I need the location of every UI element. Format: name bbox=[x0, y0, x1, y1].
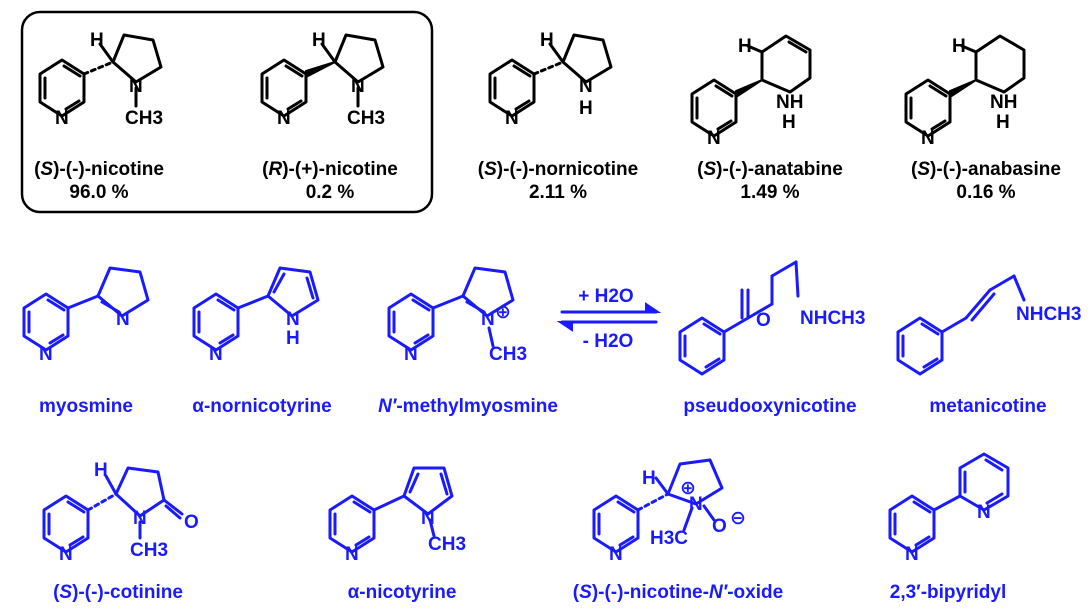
s-nicotine-n-ring-label: N bbox=[55, 108, 69, 129]
nicotine-oxide-minus-charge: ⊖ bbox=[730, 508, 746, 529]
nicotine-oxide-h3c-label: H3C bbox=[650, 528, 688, 549]
pseudooxynicotine-o-label: O bbox=[756, 310, 771, 331]
nornicotine-structure: H N N H bbox=[488, 30, 613, 129]
r-nicotine-ch3-label: CH3 bbox=[347, 108, 385, 129]
s-nicotine-percent: 96.0 % bbox=[69, 182, 128, 203]
nicotine-enantiomer-frame bbox=[20, 10, 434, 214]
anabasine-percent: 0.16 % bbox=[956, 182, 1015, 203]
cotinine-structure: H N N O CH3 bbox=[42, 460, 199, 565]
cotinine-o-label: O bbox=[184, 512, 199, 533]
metanicotine-structure: NHCH3 bbox=[896, 274, 1081, 376]
anabasine-n-ring-label: N bbox=[921, 128, 935, 149]
pseudooxynicotine-structure: O NHCH3 bbox=[678, 260, 865, 376]
nicotine-oxide-n-label: N bbox=[689, 494, 703, 515]
myosmine-n-ring-label: N bbox=[39, 344, 53, 365]
a-nornicotyrine-h-label: H bbox=[286, 328, 300, 349]
r-nicotine-percent: 0.2 % bbox=[306, 182, 355, 203]
methylmyosmine-n-label: N bbox=[481, 309, 495, 330]
myosmine-n-label: N bbox=[116, 309, 130, 330]
bipyridyl-n1-label: N bbox=[905, 544, 919, 565]
pseudooxynicotine-name: pseudooxynicotine bbox=[683, 396, 856, 417]
r-nicotine-h-label: H bbox=[312, 30, 326, 51]
r-nicotine-n-ring-label: N bbox=[277, 108, 291, 129]
anatabine-name: (S)-(-)-anatabine bbox=[697, 159, 843, 180]
anabasine-structure: H N NH H bbox=[904, 34, 1026, 149]
equilibrium-arrows bbox=[556, 302, 662, 332]
a-nornicotyrine-n-label: N bbox=[286, 309, 300, 330]
metanicotine-name: metanicotine bbox=[929, 396, 1046, 417]
nornicotine-name: (S)-(-)-nornicotine bbox=[478, 159, 638, 180]
nornicotine-nh-label: H bbox=[579, 98, 593, 119]
nornicotine-percent: 2.11 % bbox=[529, 182, 587, 203]
anabasine-h-sub-label: H bbox=[996, 112, 1010, 133]
a-nornicotyrine-name: α-nornicotyrine bbox=[192, 396, 331, 417]
r-nicotine-n-label: N bbox=[351, 76, 365, 97]
nicotine-oxide-structure: H N N ⊕ O ⊖ H3C bbox=[592, 458, 746, 565]
cotinine-name: (S)-(-)-cotinine bbox=[53, 582, 183, 603]
a-nicotyrine-structure: N N CH3 bbox=[328, 466, 466, 565]
anatabine-n-ring-label: N bbox=[707, 128, 721, 149]
anabasine-name: (S)-(-)-anabasine bbox=[911, 159, 1061, 180]
anatabine-nh-label: NH bbox=[776, 92, 803, 113]
methylmyosmine-name: N′-methylmyosmine bbox=[378, 396, 558, 417]
anatabine-percent: 1.49 % bbox=[740, 182, 799, 203]
s-nicotine-n-label: N bbox=[129, 76, 143, 97]
nicotine-oxide-h-label: H bbox=[642, 468, 656, 489]
a-nicotyrine-name: α-nicotyrine bbox=[348, 582, 457, 603]
a-nicotyrine-n-label: N bbox=[421, 508, 435, 529]
a-nicotyrine-n-ring-label: N bbox=[345, 544, 359, 565]
cotinine-h-label: H bbox=[94, 460, 108, 481]
nicotine-oxide-plus-charge: ⊕ bbox=[680, 478, 696, 499]
bipyridyl-name: 2,3′-bipyridyl bbox=[890, 582, 1006, 603]
s-nicotine-structure: H N N CH3 bbox=[38, 30, 163, 129]
myosmine-structure: N N bbox=[22, 266, 150, 365]
bipyridyl-structure: N N bbox=[888, 452, 1010, 565]
reverse-water-label: - H2O bbox=[583, 331, 634, 352]
nicotine-oxide-o-label: O bbox=[712, 516, 727, 537]
pseudooxynicotine-nhch3-label: NHCH3 bbox=[800, 308, 865, 329]
cotinine-n-label: N bbox=[133, 508, 147, 529]
s-nicotine-name: (S)-(-)-nicotine bbox=[34, 159, 164, 180]
anatabine-h-sub-label: H bbox=[782, 112, 796, 133]
nornicotine-h-label: H bbox=[540, 30, 554, 51]
r-nicotine-structure: H N N CH3 bbox=[260, 30, 385, 129]
a-nicotyrine-ch3-label: CH3 bbox=[428, 534, 466, 555]
anabasine-h-label: H bbox=[952, 36, 966, 57]
anatabine-h-label: H bbox=[738, 36, 752, 57]
myosmine-name: myosmine bbox=[39, 396, 133, 417]
metanicotine-nhch3-label: NHCH3 bbox=[1016, 304, 1081, 325]
cotinine-ch3-label: CH3 bbox=[130, 540, 168, 561]
nicotine-oxide-name: (S)-(-)-nicotine-N′-oxide bbox=[573, 582, 783, 603]
a-nornicotyrine-structure: N N H bbox=[192, 266, 320, 365]
nornicotine-n-ring-label: N bbox=[505, 108, 519, 129]
r-nicotine-name: (R)-(+)-nicotine bbox=[262, 159, 398, 180]
a-nornicotyrine-n-ring-label: N bbox=[209, 344, 223, 365]
bipyridyl-n2-label: N bbox=[977, 502, 991, 523]
cotinine-n-ring-label: N bbox=[59, 544, 73, 565]
s-nicotine-ch3-label: CH3 bbox=[125, 108, 163, 129]
forward-water-label: + H2O bbox=[578, 286, 633, 307]
methylmyosmine-ch3-label: CH3 bbox=[489, 344, 527, 365]
s-nicotine-h-label: H bbox=[90, 30, 104, 51]
anabasine-nh-label: NH bbox=[990, 92, 1017, 113]
methylmyosmine-structure: N N ⊕ CH3 bbox=[387, 266, 527, 365]
methylmyosmine-plus-charge: ⊕ bbox=[495, 302, 511, 323]
methylmyosmine-n-ring-label: N bbox=[404, 344, 418, 365]
anatabine-structure: H N NH H bbox=[690, 34, 812, 149]
nicotine-oxide-n-ring-label: N bbox=[609, 544, 623, 565]
nornicotine-n-label: N bbox=[579, 76, 593, 97]
